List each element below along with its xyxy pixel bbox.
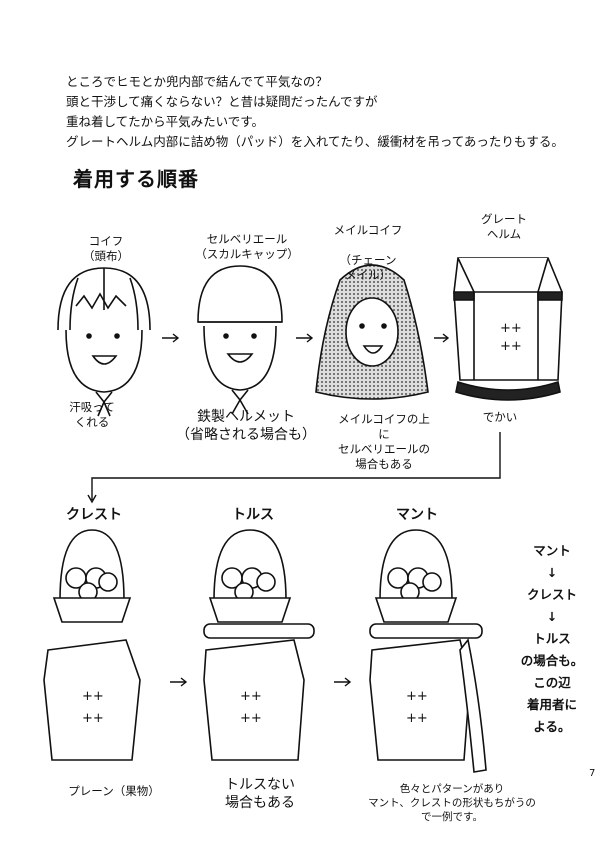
intro-line: グレートヘルム内部に詰め物（パッド）を入れてたり、緩衝材を吊ってあったりもする。 [66,134,564,149]
intro-line: 頭と干渉して痛くならない？と昔は疑問だったんですが [66,94,378,109]
torse-title: トルス [232,507,274,523]
crest-figure: ++ ++ [43,529,141,761]
intro-line: 重ね着してたから平気みたいです。 [66,114,265,129]
page-number: 7 [589,768,596,779]
svg-text:++: ++ [406,711,428,726]
coif-title: コイフ （頭布） [83,234,129,263]
side-note: マント ↓ クレスト ↓ トルス の場合も。 この辺 着用者に よる。 [512,540,592,738]
torse-figure: ++ ++ [203,529,315,761]
great-helm-caption: でかい [482,410,518,424]
mantle-caption: 色々とパターンがあり マント、クレストの形状もちがうの で一例です。 [368,783,536,823]
svg-text:++: ++ [240,711,262,726]
svg-text:++: ++ [82,711,104,726]
side-note-line: ↓ [546,565,558,580]
intro-line: ところでヒモとか兜内部で結んでて平気なの？ [66,74,328,89]
great-helm-title: グレート ヘルム [481,212,527,241]
mail-coif-figure [315,264,429,400]
side-note-line: よる。 [533,719,571,734]
cervelliere-figure [197,265,283,415]
side-note-line: の場合も。 [520,653,584,668]
crest-caption: プレーン（果物） [68,784,160,798]
side-note-line: この辺 [533,675,571,690]
connector-line [87,432,501,504]
mail-coif-title: メイルコイフ （チェーン メイル） [333,223,403,282]
row1-arrows [162,333,450,343]
side-note-line: 着用者に [526,697,577,712]
side-note-line: クレスト [526,587,577,602]
svg-text:++: ++ [500,339,522,354]
coif-caption: 汗吸って くれる [69,400,115,429]
intro-text: ところでヒモとか兜内部で結んでて平気なの？ 頭と干渉して痛くならない？と昔は疑問… [66,72,606,152]
svg-text:++: ++ [406,689,428,704]
crest-title: クレスト [66,507,122,523]
cervelliere-title: セルベリエール （スカルキャップ） [195,232,299,261]
mantle-figure: ++ ++ [369,529,487,773]
cervelliere-caption: 鉄製ヘルメット （省略される場合も） [176,409,316,443]
mantle-title: マント [396,507,438,523]
side-note-line: ↓ [546,609,558,624]
row2-arrows [170,677,352,687]
svg-text:++: ++ [500,321,522,336]
great-helm-figure: ++ ++ [453,257,563,401]
torse-caption: トルスない 場合もある [225,777,295,811]
side-note-line: マント [533,543,571,558]
svg-text:++: ++ [82,689,104,704]
coif-figure [57,267,151,417]
svg-text:++: ++ [240,689,262,704]
mail-coif-caption: メイルコイフの上に セルベリエールの 場合もある [338,412,430,471]
side-note-line: トルス [533,631,571,646]
section-heading: 着用する順番 [73,167,199,191]
